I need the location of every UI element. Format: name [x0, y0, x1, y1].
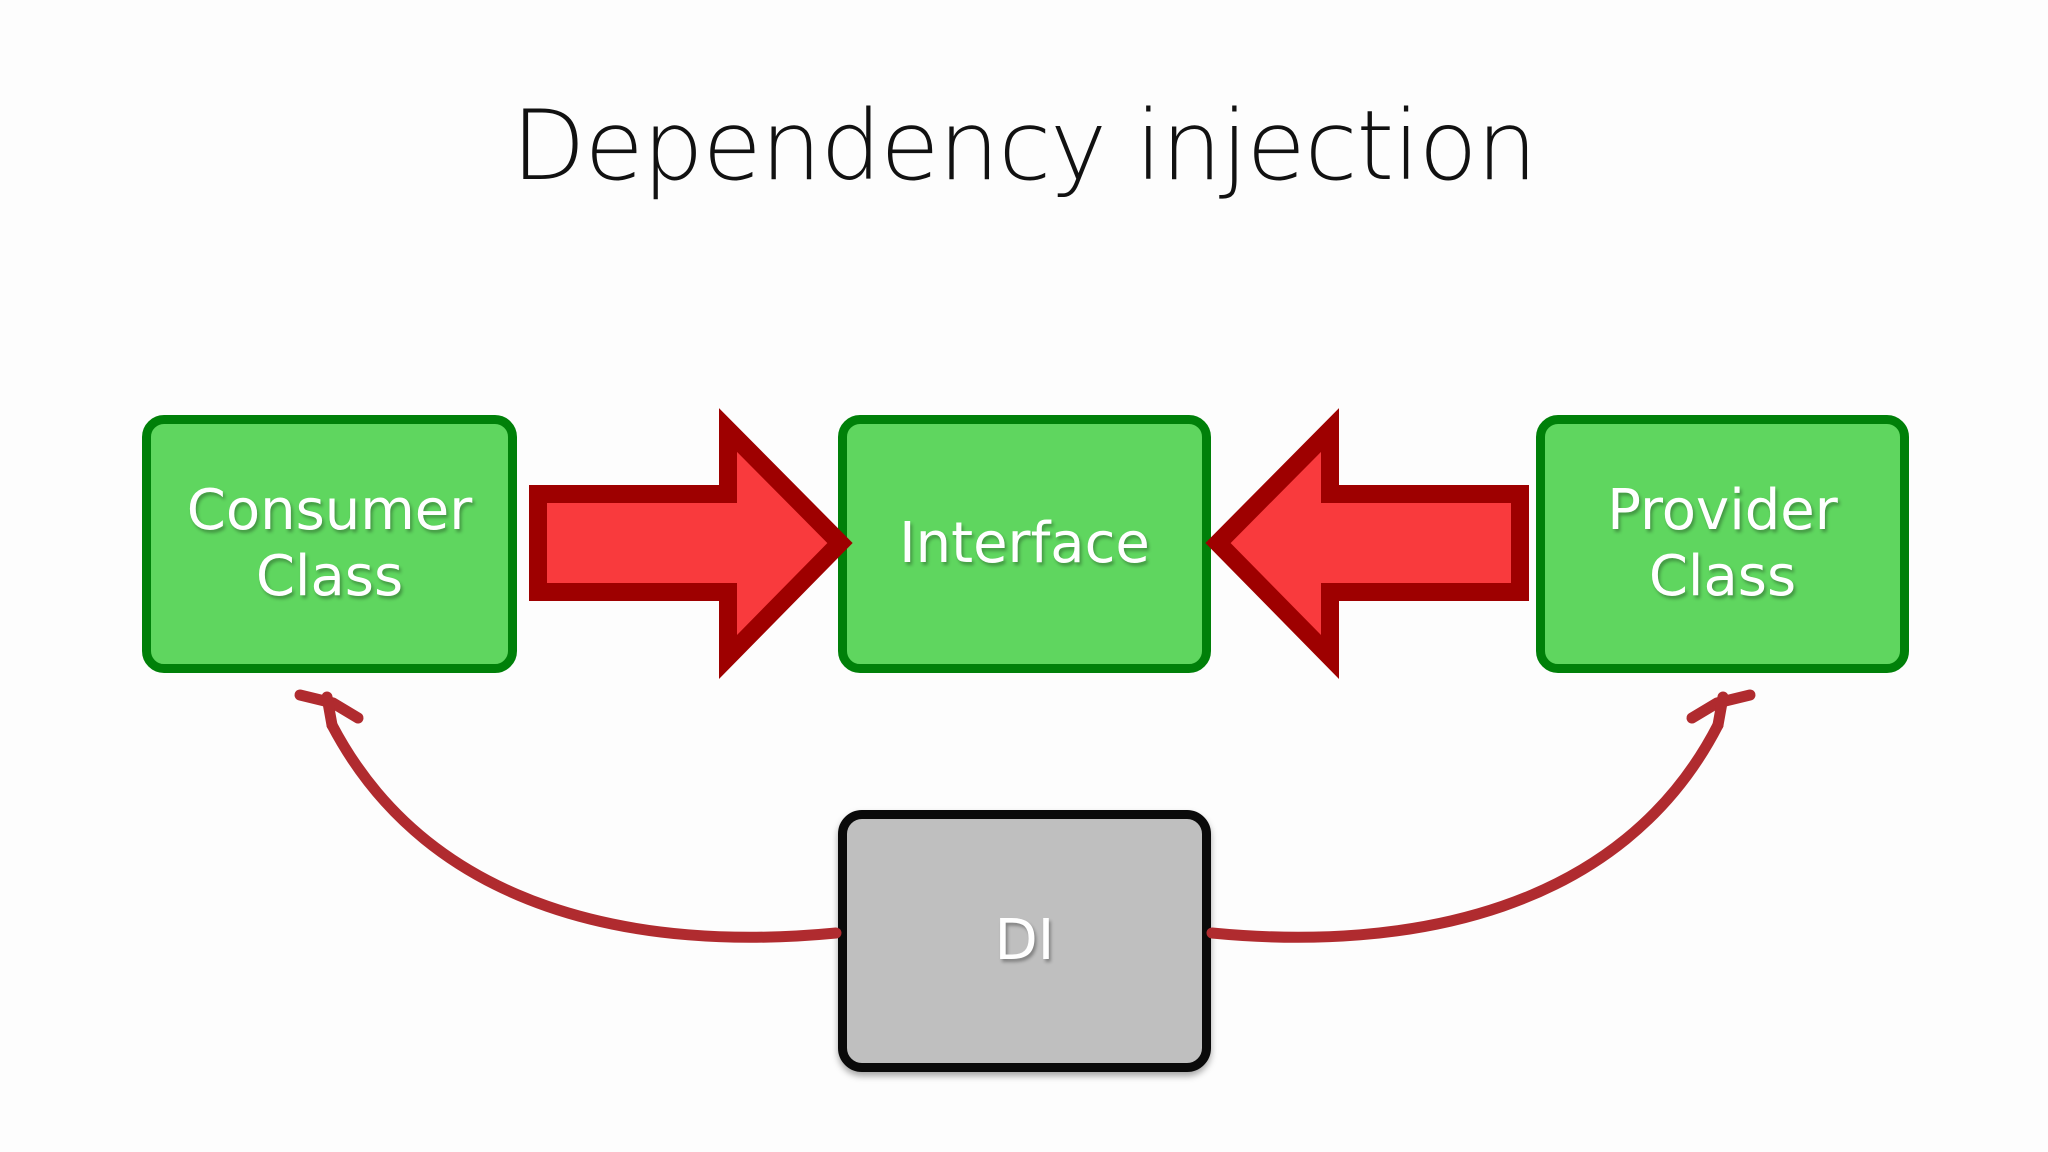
node-interface[interactable]: Interface	[838, 415, 1211, 673]
node-di-label: DI	[994, 907, 1055, 973]
node-provider-class-label: Provider Class	[1607, 477, 1838, 609]
node-di[interactable]: DI	[838, 810, 1211, 1072]
node-consumer-class[interactable]: Consumer Class	[142, 415, 517, 673]
block-arrow-left-provider-to-interface	[1205, 408, 1529, 680]
curved-arrow-di-to-consumer	[294, 689, 842, 943]
curved-arrow-di-to-provider	[1206, 689, 1756, 943]
node-provider-class[interactable]: Provider Class	[1536, 415, 1909, 673]
node-interface-label: Interface	[899, 510, 1150, 576]
block-arrow-right-consumer-to-interface	[529, 408, 853, 680]
node-consumer-class-label: Consumer Class	[186, 477, 473, 609]
page-title: Dependency injection	[511, 90, 1538, 202]
